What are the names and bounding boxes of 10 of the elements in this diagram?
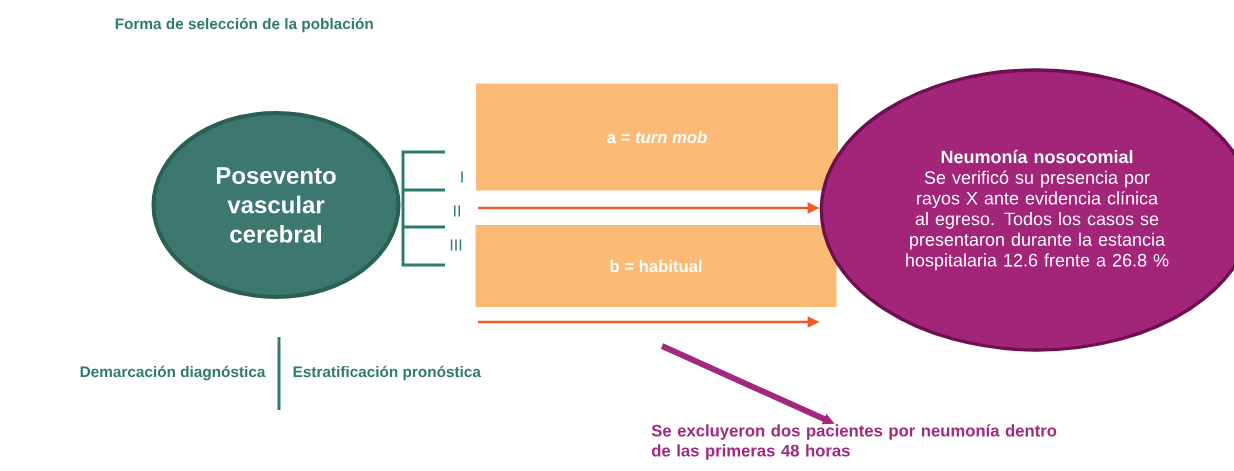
stratum-label: II: [454, 205, 460, 217]
box: b = habitual: [475, 225, 837, 307]
axis-label: Estratificación pronóstica: [293, 365, 481, 381]
stratum-label: I: [461, 171, 463, 183]
note: Se excluyeron dos pacientes por neumonía dentro de las primeras 48 horas: [651, 424, 1057, 460]
title: Forma de selección de la población: [115, 17, 373, 33]
oval: Neumonía nosocomial Se verificó su presencia por rayos X ante evidencia clínica al egreso. Todos los casos se presentaron durante la estancia hospitalaria 12.6 frente a 26.8 %: [819, 68, 1234, 352]
oval: Posevento vascular cerebral: [151, 111, 401, 299]
axis-label: Demarcación diagnóstica: [80, 365, 266, 381]
box: a = turn mob: [476, 83, 838, 191]
